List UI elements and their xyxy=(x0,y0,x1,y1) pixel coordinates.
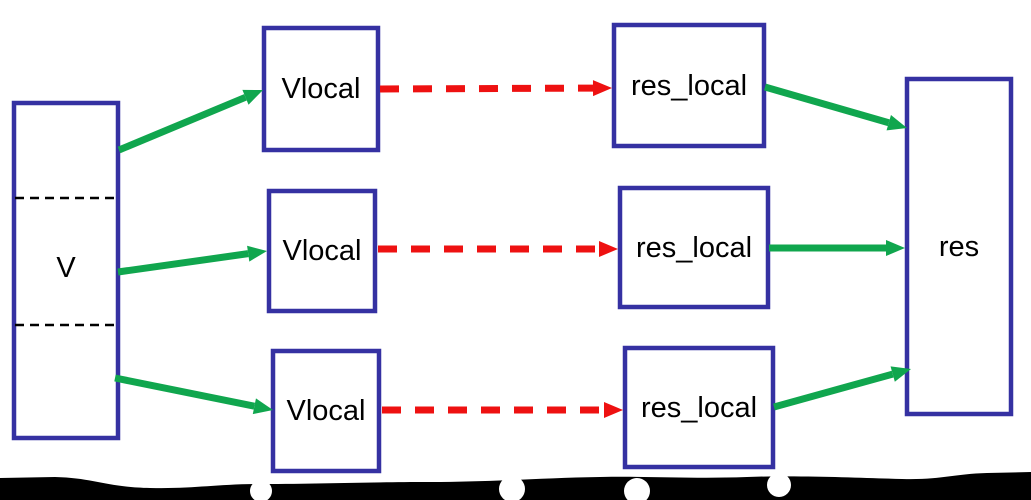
arrow-vlocal-3-to-res-local-3-head xyxy=(604,402,623,418)
node-res: res xyxy=(904,76,1014,417)
arrow-layer xyxy=(114,80,911,418)
arrow-res-local-3-to-res-head xyxy=(890,366,911,382)
arrow-v-to-vlocal-3-head xyxy=(252,398,273,415)
arrow-vlocal-1-to-res-local-1-line xyxy=(379,84,594,93)
node-res-local-3-box xyxy=(622,345,776,470)
arrow-v-to-vlocal-3 xyxy=(114,374,273,415)
arrow-v-to-vlocal-2-head xyxy=(247,245,267,262)
arrow-res-local-2-to-res-head xyxy=(886,240,905,256)
arrow-res-local-2-to-res xyxy=(769,240,905,256)
torn-edge-hole xyxy=(250,480,272,500)
node-res-local-1-box xyxy=(611,22,767,149)
node-res-local-1: res_local xyxy=(611,22,767,149)
arrow-vlocal-2-to-res-local-2-head xyxy=(599,241,618,257)
arrow-vlocal-2-to-res-local-2 xyxy=(378,241,618,257)
node-vlocal-3-label: Vlocal xyxy=(287,395,366,427)
torn-edge-hole xyxy=(624,478,650,500)
arrow-vlocal-3-to-res-local-3 xyxy=(382,402,623,418)
node-vlocal-3: Vlocal xyxy=(270,348,382,474)
arrow-v-to-vlocal-2 xyxy=(117,245,267,276)
arrow-v-to-vlocal-1-line xyxy=(117,94,247,154)
node-res-local-2-box xyxy=(617,185,771,310)
node-vlocal-2-label: Vlocal xyxy=(283,235,362,267)
node-res-local-2: res_local xyxy=(617,185,771,310)
node-res-local-3: res_local xyxy=(622,345,776,470)
torn-edge-hole xyxy=(767,473,791,497)
arrow-v-to-vlocal-2-line xyxy=(117,250,249,276)
arrow-res-local-3-to-res-line xyxy=(773,370,894,411)
node-v-label: V xyxy=(56,252,76,284)
arrow-res-local-1-to-res-line xyxy=(764,83,890,127)
node-res-local-2-label: res_local xyxy=(636,232,752,264)
arrow-vlocal-1-to-res-local-1 xyxy=(379,80,612,97)
node-v-box xyxy=(11,100,121,441)
node-res-local-1-label: res_local xyxy=(631,70,747,102)
arrow-vlocal-1-to-res-local-1-head xyxy=(592,80,612,97)
node-vlocal-3-box xyxy=(270,348,382,474)
node-vlocal-1-box xyxy=(261,25,381,153)
arrow-res-local-1-to-res-head xyxy=(886,115,907,131)
node-res-label: res xyxy=(939,231,979,263)
arrow-res-local-3-to-res xyxy=(773,366,911,411)
node-vlocal-2-box xyxy=(266,188,378,314)
arrow-v-to-vlocal-1-head xyxy=(242,89,263,105)
arrow-v-to-vlocal-1 xyxy=(117,89,263,154)
node-vlocal-2: Vlocal xyxy=(266,188,378,314)
arrow-v-to-vlocal-3-line xyxy=(114,374,256,410)
node-vlocal-1-label: Vlocal xyxy=(282,73,361,105)
node-res-box xyxy=(904,76,1014,417)
arrow-res-local-1-to-res xyxy=(764,83,907,131)
torn-bottom-edge xyxy=(0,472,1031,500)
node-res-local-3-label: res_local xyxy=(641,392,757,424)
node-v: V xyxy=(11,100,121,441)
node-vlocal-1: Vlocal xyxy=(261,25,381,153)
torn-edge-hole xyxy=(499,476,525,500)
